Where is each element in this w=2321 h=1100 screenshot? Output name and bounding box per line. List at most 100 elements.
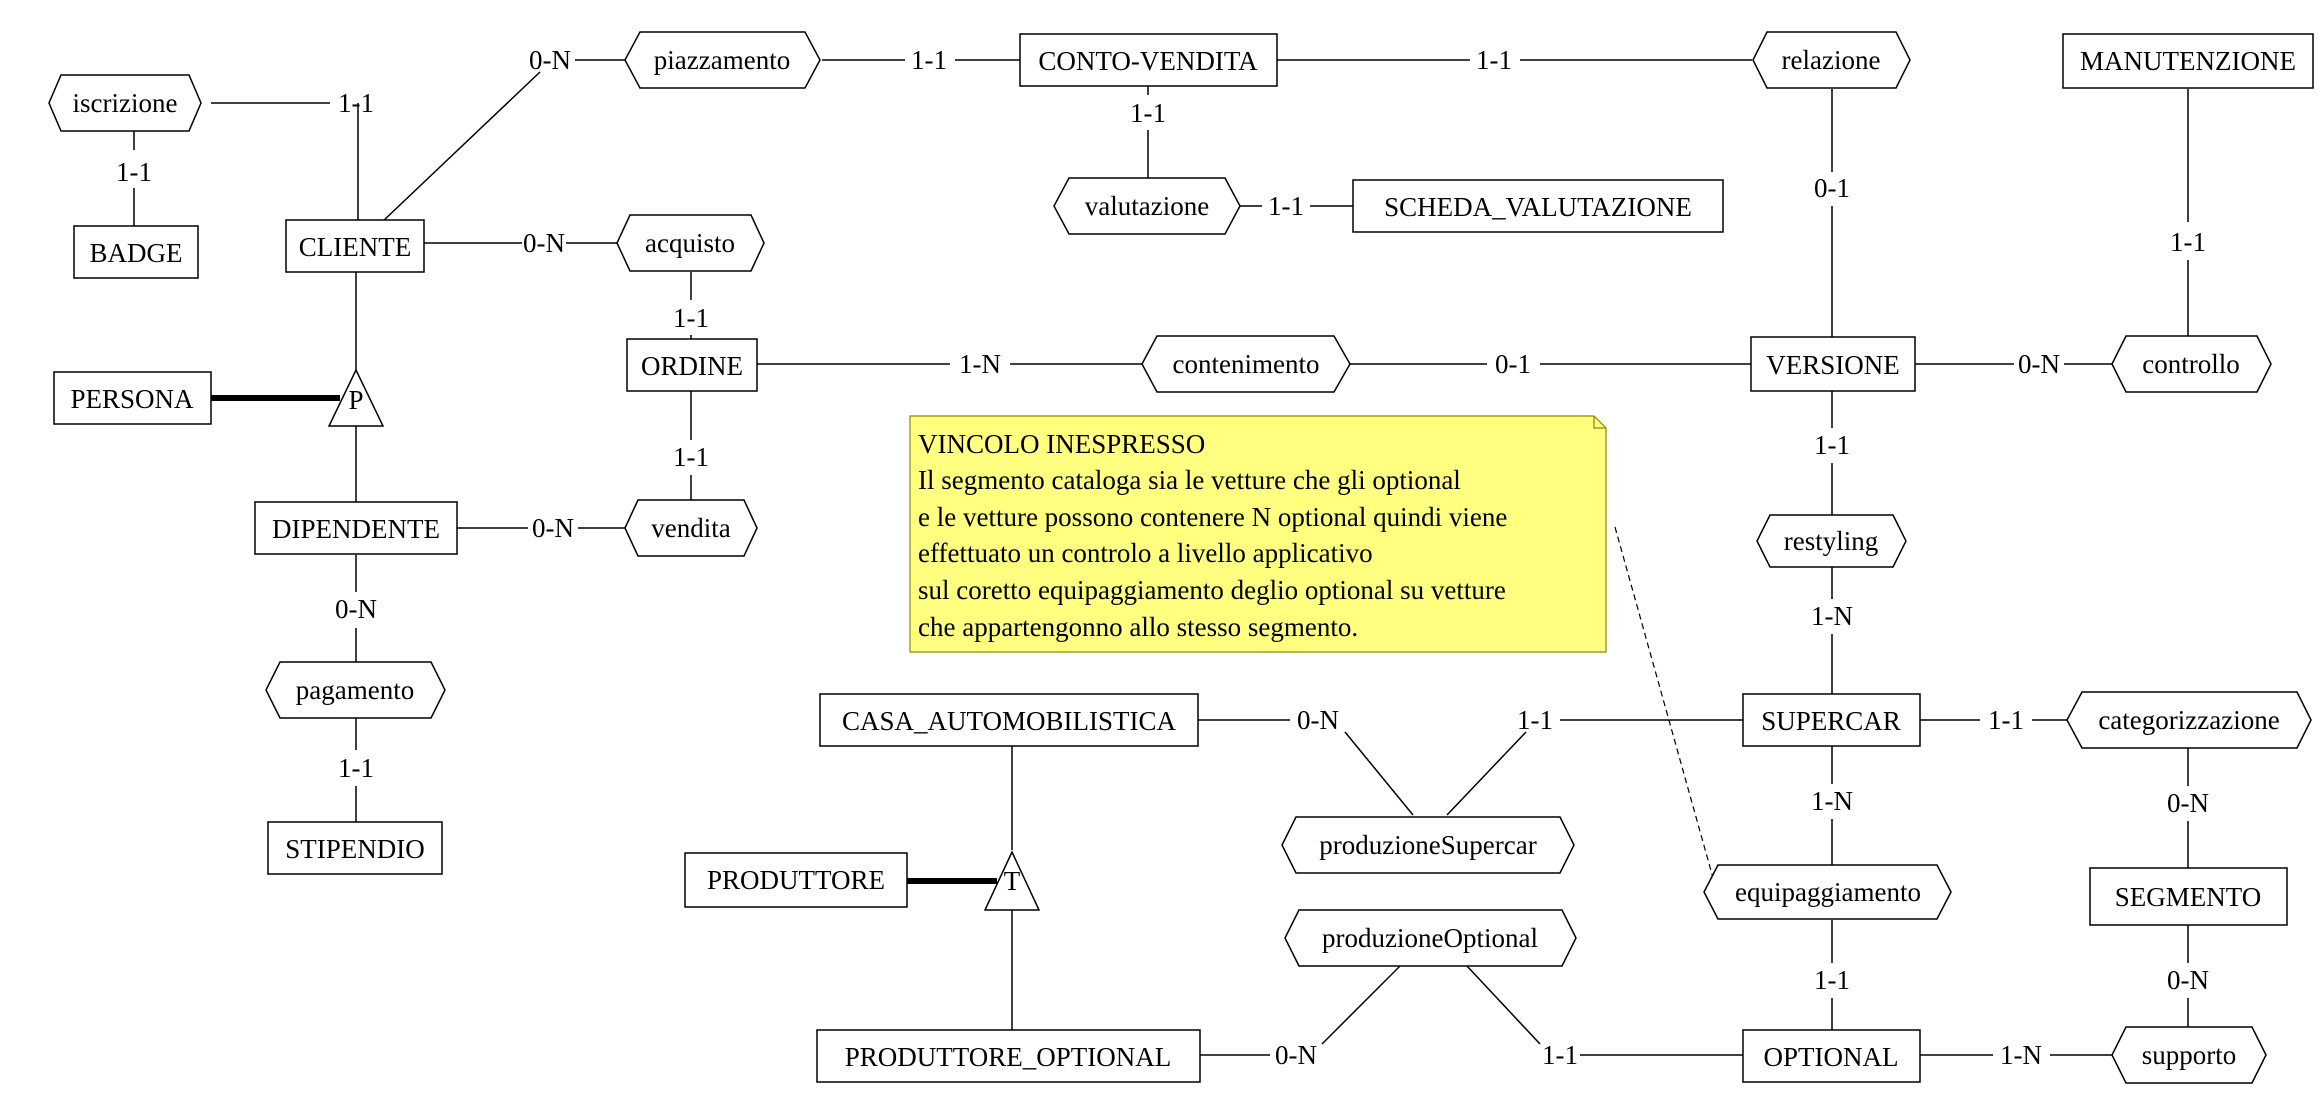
entity-versione[interactable]: VERSIONE (1750, 336, 1916, 392)
relationship-pagamento[interactable]: pagamento (265, 661, 446, 719)
cardinality-label: 1-1 (2170, 227, 2206, 257)
relationship-label: vendita (651, 513, 730, 543)
relationship-controllo[interactable]: controllo (2111, 335, 2272, 393)
cardinality-label: 0-N (2167, 965, 2209, 995)
cardinality-label: 1-1 (673, 442, 709, 472)
entity-casa-automobilistica[interactable]: CASA_AUTOMOBILISTICA (819, 693, 1199, 747)
entity-label: SUPERCAR (1761, 706, 1901, 736)
relationship-contenimento[interactable]: contenimento (1141, 335, 1351, 393)
generalization-p: P (327, 368, 385, 427)
cardinality-label: 1-N (959, 349, 1001, 379)
entity-label: DIPENDENTE (272, 514, 440, 544)
entity-stipendio[interactable]: STIPENDIO (267, 821, 443, 875)
relationship-piazzamento[interactable]: piazzamento (624, 31, 821, 89)
entity-supercar[interactable]: SUPERCAR (1742, 693, 1921, 747)
relationship-equipaggiamento[interactable]: equipaggiamento (1703, 864, 1952, 920)
entity-label: PRODUTTORE_OPTIONAL (845, 1042, 1172, 1072)
cardinality-label: 1-1 (1130, 98, 1166, 128)
cardinality-label: 0-N (532, 513, 574, 543)
cardinality-label: 1-1 (1988, 705, 2024, 735)
cardinality-label: 0-N (335, 594, 377, 624)
note-line: sul coretto equipaggiamento deglio optio… (918, 575, 1506, 605)
relationship-label: acquisto (645, 228, 735, 258)
relationship-label: categorizzazione (2098, 705, 2279, 735)
entity-dipendente[interactable]: DIPENDENTE (254, 501, 458, 555)
entity-label: OPTIONAL (1764, 1042, 1899, 1072)
entity-persona[interactable]: PERSONA (53, 371, 212, 425)
relationship-label: relazione (1782, 45, 1881, 75)
cardinality-label: 0-N (529, 45, 571, 75)
entity-label: BADGE (90, 238, 183, 268)
constraint-note: VINCOLO INESPRESSO Il segmento cataloga … (909, 415, 1607, 653)
note-line: Il segmento cataloga sia le vetture che … (918, 465, 1461, 495)
cardinality-label: 0-1 (1495, 349, 1531, 379)
relationship-label: restyling (1784, 526, 1879, 556)
relationship-relazione[interactable]: relazione (1752, 31, 1911, 89)
cardinality-label: 1-1 (1542, 1040, 1578, 1070)
cardinality-label: 1-1 (1517, 705, 1553, 735)
cardinality-label: 0-N (2018, 349, 2060, 379)
cardinality-label: 1-N (1811, 786, 1853, 816)
entity-optional[interactable]: OPTIONAL (1742, 1029, 1921, 1083)
entity-segmento[interactable]: SEGMENTO (2089, 867, 2288, 926)
cardinality-label: 0-N (2167, 788, 2209, 818)
note-line: effettuato un controlo a livello applica… (918, 538, 1373, 568)
relationship-produzione-optional[interactable]: produzioneOptional (1284, 909, 1577, 967)
entity-label: VERSIONE (1766, 350, 1900, 380)
generalization-label: T (1004, 866, 1021, 896)
entity-produttore-optional[interactable]: PRODUTTORE_OPTIONAL (816, 1029, 1201, 1083)
cardinality-label: 1-1 (673, 303, 709, 333)
cardinality-label: 1-1 (338, 753, 374, 783)
entity-cliente[interactable]: CLIENTE (285, 219, 425, 273)
relationship-restyling[interactable]: restyling (1756, 514, 1907, 568)
entity-manutenzione[interactable]: MANUTENZIONE (2062, 33, 2314, 89)
cardinality-label: 1-1 (338, 88, 374, 118)
relationship-label: produzioneSupercar (1319, 830, 1536, 860)
cardinality-label: 0-N (523, 228, 565, 258)
entity-produttore[interactable]: PRODUTTORE (684, 852, 908, 908)
entity-badge[interactable]: BADGE (73, 225, 199, 279)
relationship-label: contenimento (1173, 349, 1320, 379)
entity-conto-vendita[interactable]: CONTO-VENDITA (1019, 33, 1278, 87)
entity-label: SEGMENTO (2115, 882, 2262, 912)
cardinality-label: 1-1 (911, 45, 947, 75)
cardinality-label: 1-N (1811, 601, 1853, 631)
relationships: iscrizione piazzamento relazione acquist… (48, 31, 2312, 1084)
cardinality-label: 1-N (2000, 1040, 2042, 1070)
cardinality-label: 1-1 (116, 157, 152, 187)
entity-scheda-valutazione[interactable]: SCHEDA_VALUTAZIONE (1352, 179, 1724, 233)
cardinality-label: 1-1 (1476, 45, 1512, 75)
entity-label: PRODUTTORE (707, 865, 885, 895)
entity-ordine[interactable]: ORDINE (626, 338, 758, 392)
cardinality-label: 1-1 (1814, 430, 1850, 460)
entity-label: CONTO-VENDITA (1038, 46, 1258, 76)
cardinality-label: 0-N (1275, 1040, 1317, 1070)
relationship-label: pagamento (296, 675, 414, 705)
relationship-vendita[interactable]: vendita (624, 499, 758, 557)
relationship-label: produzioneOptional (1322, 923, 1538, 953)
relationship-produzione-supercar[interactable]: produzioneSupercar (1281, 816, 1575, 874)
relationship-valutazione[interactable]: valutazione (1053, 177, 1241, 235)
note-line: e le vetture possono contenere N optiona… (918, 502, 1507, 532)
entities: BADGE CLIENTE PERSONA DIPENDENTE STIPEND… (53, 33, 2314, 1083)
entity-label: CLIENTE (299, 232, 411, 262)
relationship-label: valutazione (1085, 191, 1209, 221)
cardinality-label: 0-1 (1814, 173, 1850, 203)
cardinalities: 1-1 1-1 0-N 1-1 1-1 0-1 1-1 1-1 0-N 1-1 … (116, 45, 2209, 1070)
relationship-label: controllo (2142, 349, 2239, 379)
relationship-label: equipaggiamento (1735, 877, 1921, 907)
entity-label: PERSONA (70, 384, 194, 414)
relationship-acquisto[interactable]: acquisto (616, 214, 765, 272)
note-title: VINCOLO INESPRESSO (918, 429, 1205, 459)
cardinality-label: 1-1 (1814, 965, 1850, 995)
entity-label: CASA_AUTOMOBILISTICA (842, 706, 1177, 736)
relationship-iscrizione[interactable]: iscrizione (48, 74, 202, 132)
cardinality-label: 0-N (1297, 705, 1339, 735)
relationship-label: supporto (2142, 1040, 2237, 1070)
cardinality-label: 1-1 (1268, 191, 1304, 221)
relationship-categorizzazione[interactable]: categorizzazione (2066, 691, 2312, 749)
relationship-supporto[interactable]: supporto (2111, 1026, 2267, 1084)
note-line: che appartengonno allo stesso segmento. (918, 612, 1358, 642)
generalization-t: T (983, 850, 1041, 911)
